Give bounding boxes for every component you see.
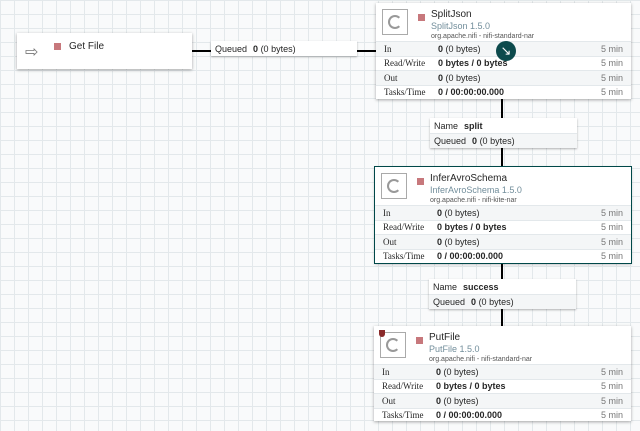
stat-label: In [383, 207, 391, 218]
processor-bundle: org.apache.nifi - nifi-kite-nar [430, 197, 517, 204]
stat-time: 5 min [600, 207, 623, 218]
processor-inferavroschema[interactable]: InferAvroSchema InferAvroSchema 1.5.0 or… [374, 166, 632, 264]
stats-row: Read/Write 0 bytes / 0 bytes 5 min [374, 378, 631, 394]
processor-putfile[interactable]: PutFile PutFile 1.5.0 org.apache.nifi - … [374, 326, 631, 421]
stopped-icon [54, 43, 61, 50]
queued-label: Queued [215, 43, 248, 54]
stat-time: 5 min [600, 395, 623, 406]
processor-bundle: org.apache.nifi - nifi-standard-nar [429, 356, 533, 363]
restricted-shield-icon [379, 330, 385, 337]
stat-label: Tasks/Time [384, 87, 426, 98]
stats-row: Read/Write 0 bytes / 0 bytes 5 min [375, 219, 631, 235]
stats-row: Tasks/Time 0 / 00:00:00.000 5 min [374, 407, 631, 423]
stat-label: Read/Write [384, 58, 426, 69]
stats-row: Tasks/Time 0 / 00:00:00.000 5 min [376, 84, 631, 100]
stat-time: 5 min [600, 381, 623, 392]
processor-type: InferAvroSchema 1.5.0 [430, 185, 522, 195]
stat-value: 0 (0 bytes) [436, 366, 479, 377]
queued-label: Queued [434, 136, 467, 146]
processor-bundle: org.apache.nifi - nifi-standard-nar [431, 33, 535, 40]
stopped-icon [418, 14, 425, 21]
stat-label: Out [384, 72, 398, 83]
stopped-icon [416, 337, 423, 344]
connection-name: split [464, 120, 483, 131]
stat-time: 5 min [600, 236, 623, 247]
stopped-icon [417, 178, 424, 185]
stat-label: Out [382, 395, 396, 406]
queued-value: 0 (0 bytes) [471, 297, 514, 307]
stat-label: In [382, 366, 390, 377]
stat-value: 0 / 00:00:00.000 [436, 410, 503, 421]
connection-label-split[interactable]: Name split Queued 0 (0 bytes) [430, 118, 577, 148]
port-name: Get File [69, 41, 105, 52]
connection-name: success [463, 281, 499, 292]
stat-value: 0 (0 bytes) [438, 72, 481, 83]
stat-value: 0 (0 bytes) [437, 207, 480, 218]
stat-value: 0 (0 bytes) [438, 43, 481, 54]
processor-type: PutFile 1.5.0 [429, 344, 480, 354]
stat-time: 5 min [600, 43, 623, 54]
stat-time: 5 min [600, 222, 623, 233]
connection-label-1[interactable]: Queued 0 (0 bytes) [211, 41, 357, 56]
stat-value: 0 bytes / 0 bytes [436, 381, 506, 392]
stat-time: 5 min [600, 410, 623, 421]
stat-label: Tasks/Time [382, 410, 424, 421]
stats-row: Out 0 (0 bytes) 5 min [376, 70, 631, 85]
stat-time: 5 min [600, 58, 623, 69]
stat-time: 5 min [600, 251, 623, 262]
stat-label: Out [383, 236, 397, 247]
queued-value: 0 (0 bytes) [253, 43, 296, 54]
processor-name: InferAvroSchema [430, 173, 508, 184]
processor-icon [381, 173, 407, 199]
stat-label: Read/Write [382, 381, 424, 392]
processor-type: SplitJson 1.5.0 [431, 21, 491, 31]
stat-value: 0 (0 bytes) [437, 236, 480, 247]
cursor-move-icon: ↘ [496, 41, 516, 61]
name-label: Name [434, 120, 459, 131]
input-port-icon: ⇨ [25, 44, 39, 61]
stat-label: Read/Write [383, 222, 425, 233]
stat-value: 0 / 00:00:00.000 [438, 87, 505, 98]
connection-label-success[interactable]: Name success Queued 0 (0 bytes) [429, 279, 576, 309]
name-label: Name [433, 281, 458, 292]
stat-value: 0 (0 bytes) [436, 395, 479, 406]
stats-row: Tasks/Time 0 / 00:00:00.000 5 min [375, 248, 631, 264]
processor-name: PutFile [429, 332, 461, 343]
stat-time: 5 min [600, 366, 623, 377]
stats-row: Out 0 (0 bytes) 5 min [374, 393, 631, 408]
processor-icon [382, 9, 408, 35]
stats-row: Out 0 (0 bytes) 5 min [375, 234, 631, 249]
queued-label: Queued [433, 297, 466, 307]
input-port-get-file[interactable]: ⇨ Get File [17, 33, 192, 69]
processor-icon [380, 332, 406, 358]
stats-row: In 0 (0 bytes) 5 min [375, 205, 631, 220]
stat-time: 5 min [600, 87, 623, 98]
processor-name: SplitJson [431, 9, 472, 20]
queued-value: 0 (0 bytes) [472, 136, 515, 146]
stat-label: Tasks/Time [383, 251, 425, 262]
stat-time: 5 min [600, 72, 623, 83]
stat-value: 0 bytes / 0 bytes [438, 58, 508, 69]
stat-label: In [384, 43, 392, 54]
stats-row: In 0 (0 bytes) 5 min [374, 364, 631, 379]
stat-value: 0 / 00:00:00.000 [437, 251, 504, 262]
stat-value: 0 bytes / 0 bytes [437, 222, 507, 233]
